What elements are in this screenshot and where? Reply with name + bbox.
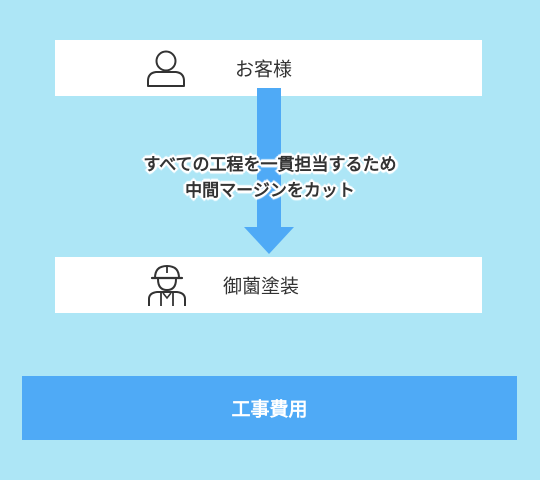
arrow-caption-line-2: 中間マージンをカット bbox=[185, 181, 355, 201]
contractor-box: 御薗塗装 bbox=[55, 257, 482, 313]
customer-label: お客様 bbox=[235, 58, 293, 81]
down-arrow bbox=[244, 88, 294, 254]
customer-box: お客様 bbox=[55, 40, 482, 96]
construction-cost-label: 工事費用 bbox=[231, 398, 308, 421]
person-icon bbox=[146, 48, 186, 92]
construction-worker-icon bbox=[147, 262, 187, 312]
contractor-label: 御薗塗装 bbox=[223, 275, 300, 298]
arrow-caption-line-1: すべての工程を一貫担当するため bbox=[143, 155, 397, 175]
construction-cost-bar: 工事費用 bbox=[22, 376, 517, 440]
